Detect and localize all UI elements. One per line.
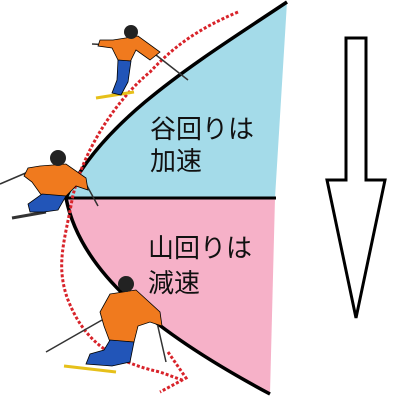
- skier-middle-pants: [27, 193, 67, 213]
- upper-zone-label-line1: 谷回りは: [150, 115, 254, 145]
- skier-top: [91, 25, 189, 100]
- ski-track: [60, 10, 239, 382]
- turn-arc: [64, 0, 288, 396]
- skier-bottom-pants: [85, 339, 135, 367]
- skier-bottom-pole-right: [155, 317, 167, 363]
- skier-top-ski: [95, 90, 135, 100]
- upper-zone-label-line2: 加速: [150, 147, 202, 177]
- lower-zone-label-line2: 減速: [148, 269, 200, 299]
- skier-bottom: [45, 276, 167, 374]
- lower-zone-deceleration: [66, 198, 275, 394]
- skier-middle-ski: [11, 210, 47, 220]
- upper-zone-acceleration: [66, 2, 287, 198]
- skier-top-helmet: [124, 25, 138, 39]
- skier-top-pole-right: [155, 54, 189, 81]
- skier-middle: [0, 150, 99, 220]
- lower-zone-label-line1: 山回りは: [148, 234, 252, 264]
- skier-bottom-jacket: [99, 289, 163, 343]
- skier-middle-pole-left: [0, 171, 29, 185]
- skier-middle-helmet: [50, 150, 66, 166]
- skier-bottom-ski: [63, 364, 117, 374]
- down-arrow-icon: [325, 36, 387, 319]
- skier-top-pants: [111, 59, 132, 96]
- skier-bottom-helmet: [118, 276, 134, 292]
- ski-track-arrowhead: [159, 351, 189, 394]
- skier-top-jacket: [97, 35, 161, 63]
- skier-bottom-pole-left: [45, 319, 103, 353]
